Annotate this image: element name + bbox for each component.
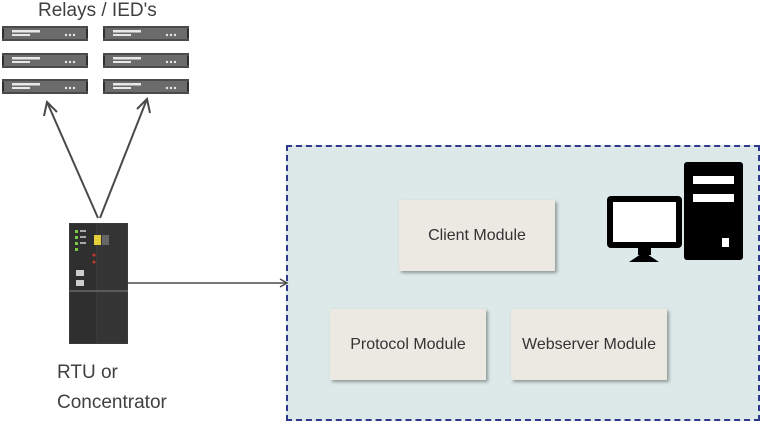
computer-icon [607,162,743,262]
rtu-caption-line1: RTU or [57,362,118,383]
relays-title: Relays / IED's [38,0,157,21]
arrow-to-relays-left [43,99,99,219]
rtu-caption: RTU or Concentrator [57,358,167,418]
webserver-module[interactable]: Webserver Module [511,309,667,380]
arrow-to-relays-right [99,96,151,219]
arrow-to-system [128,278,289,288]
rtu-caption-line2: Concentrator [57,392,167,413]
client-module[interactable]: Client Module [399,200,555,271]
rtu-device [69,223,128,344]
protocol-module[interactable]: Protocol Module [330,309,486,380]
